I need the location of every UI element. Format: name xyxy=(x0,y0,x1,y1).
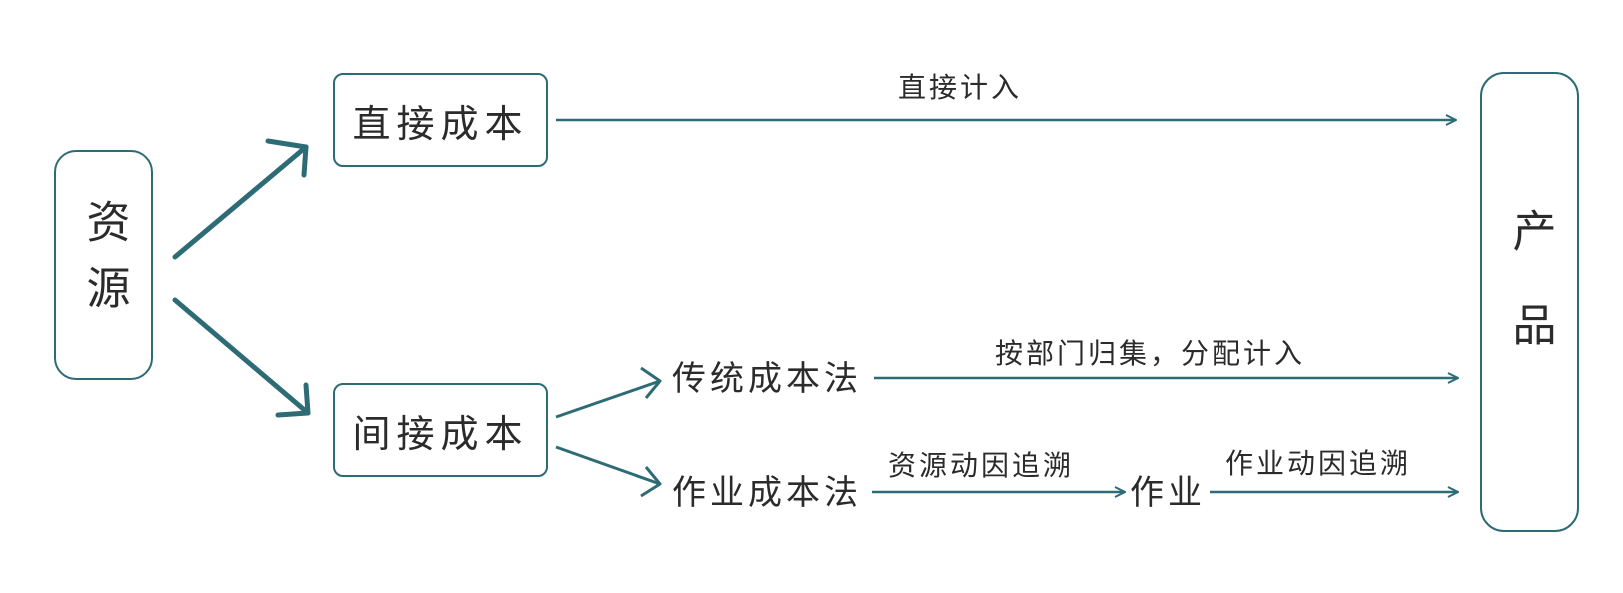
traditional-to-product-label: 按部门归集，分配计入 xyxy=(995,337,1306,370)
resource-label: 资源 xyxy=(78,199,130,331)
product-label: 产品 xyxy=(1504,208,1556,396)
product-node: 产品 xyxy=(1480,72,1579,532)
direct-cost-node: 直接成本 xyxy=(333,73,548,167)
direct-to-product-label: 直接计入 xyxy=(898,71,1023,104)
arrow-resource-to-direct xyxy=(172,138,309,260)
resource-node: 资源 xyxy=(54,150,153,380)
arrow-resource-to-indirect xyxy=(172,297,311,418)
arrow-indirect-to-activity-method xyxy=(555,445,662,498)
indirect-cost-node: 间接成本 xyxy=(333,383,548,477)
activity-to-product-label: 作业动因追溯 xyxy=(1225,447,1412,480)
indirect-cost-label: 间接成本 xyxy=(352,411,529,456)
activity-method-label: 作业成本法 xyxy=(672,473,862,513)
activity-label: 作业 xyxy=(1130,473,1206,513)
arrow-indirect-to-traditional xyxy=(555,366,662,419)
traditional-method-label: 传统成本法 xyxy=(672,359,862,399)
direct-cost-label: 直接成本 xyxy=(352,101,529,146)
activity-method-to-activity-label: 资源动因追溯 xyxy=(888,449,1075,482)
